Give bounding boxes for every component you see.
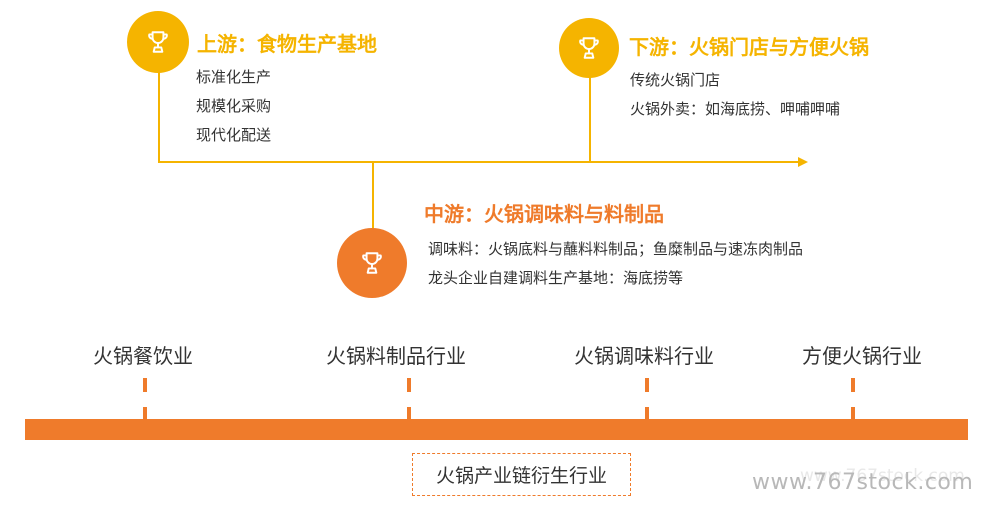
upstream-icon-circle (127, 11, 189, 73)
midstream-item: 龙头企业自建调料生产基地：海底捞等 (428, 269, 684, 287)
downstream-title: 下游：火锅门店与方便火锅 (629, 35, 869, 59)
industry-dash-marker (645, 378, 649, 392)
trophy-icon (579, 37, 599, 59)
industry-label-seasoning: 火锅调味料行业 (574, 344, 714, 368)
chain-label: 火锅产业链衍生行业 (435, 465, 607, 487)
industry-dash-marker (407, 378, 411, 392)
midstream-item: 调味料：火锅底料与蘸料料制品；鱼糜制品与速冻肉制品 (428, 240, 804, 258)
downstream-item: 传统火锅门店 (630, 71, 721, 89)
watermark-shadow: www.767stock.com (800, 466, 965, 486)
upstream-item: 现代化配送 (196, 126, 272, 144)
industry-chain-bar (25, 419, 968, 440)
midstream-icon-circle (337, 228, 407, 298)
upstream-item: 标准化生产 (196, 68, 272, 86)
midstream-title: 中游：火锅调味料与料制品 (424, 202, 664, 226)
industry-dash-marker (851, 407, 855, 419)
downstream-icon-circle (559, 18, 619, 78)
downstream-item: 火锅外卖：如海底捞、呷哺呷哺 (630, 100, 841, 118)
trophy-icon (362, 252, 382, 274)
industry-dash-marker (143, 407, 147, 419)
flow-arrow-head (798, 157, 808, 167)
downstream-connector (589, 66, 591, 162)
flow-axis-line (158, 161, 800, 163)
industry-dash-marker (645, 407, 649, 419)
midstream-list: 调味料：火锅底料与蘸料料制品；鱼糜制品与速冻肉制品 龙头企业自建调料生产基地：海… (428, 235, 803, 293)
watermark: www.767stock.com (752, 470, 974, 495)
industry-dash-marker (851, 378, 855, 392)
upstream-item: 规模化采购 (196, 97, 272, 115)
chain-label-box: 火锅产业链衍生行业 (412, 453, 631, 496)
industry-label-instant: 方便火锅行业 (802, 344, 922, 368)
downstream-list: 传统火锅门店 火锅外卖：如海底捞、呷哺呷哺 (630, 66, 840, 124)
trophy-icon (148, 31, 168, 53)
industry-dash-marker (407, 407, 411, 419)
upstream-connector (158, 66, 160, 162)
upstream-title: 上游：食物生产基地 (197, 32, 377, 56)
industry-label-catering: 火锅餐饮业 (93, 344, 193, 368)
industry-dash-marker (143, 378, 147, 392)
industry-label-ingredients: 火锅料制品行业 (326, 344, 466, 368)
midstream-connector (372, 161, 374, 231)
upstream-list: 标准化生产 规模化采购 现代化配送 (196, 63, 271, 150)
